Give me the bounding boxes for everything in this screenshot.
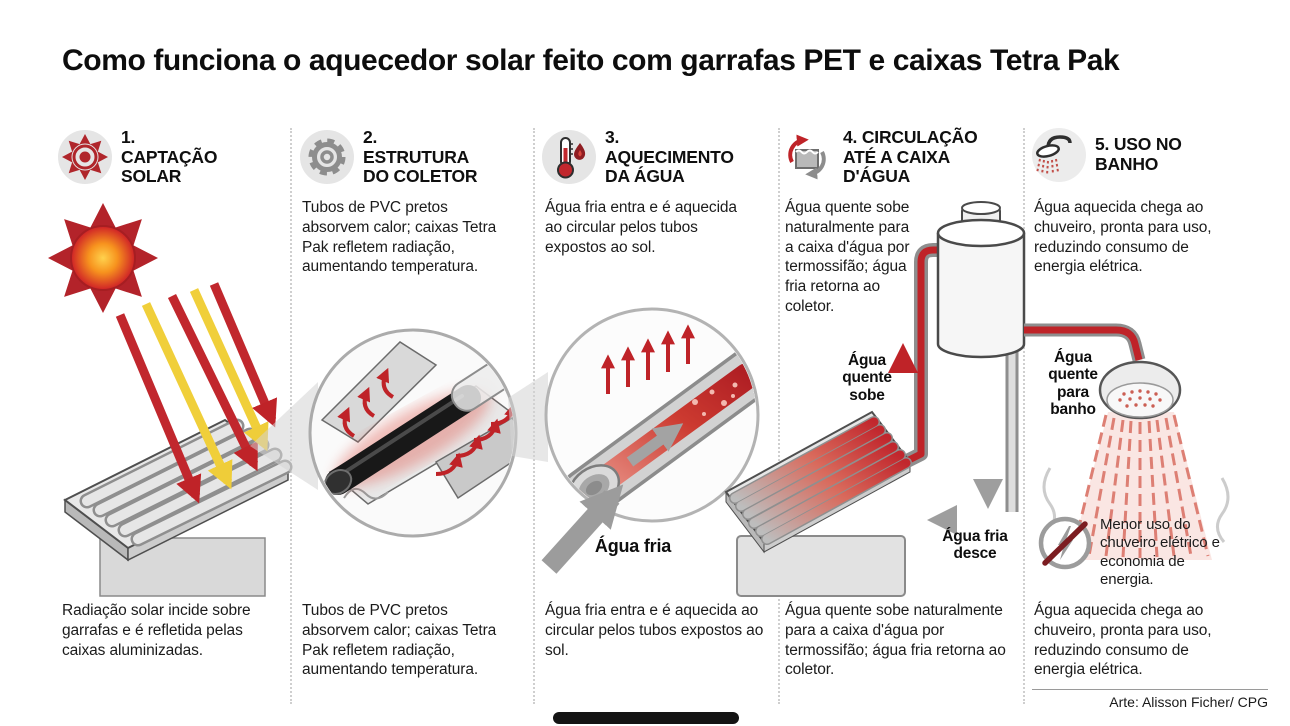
step-3-description-top: Água fria entra e é aquecida ao circular… <box>545 199 737 256</box>
hot-water-bath-label: Água quente para banho <box>1048 349 1098 419</box>
step-1-title: 1. CAPTAÇÃO SOLAR <box>121 127 218 187</box>
step-2-description-bottom: Tubos de PVC pretos absorvem calor; caix… <box>302 602 497 679</box>
thermometer-icon <box>542 130 596 185</box>
cold-water-label: Água fria <box>594 536 672 556</box>
water-heating-inset <box>508 307 760 574</box>
cold-water-down-label: Água fria desce <box>942 528 1008 563</box>
step-2-header: 2. ESTRUTURA DO COLETOR <box>300 127 481 187</box>
shower-icon <box>1032 128 1086 182</box>
step-5-title: 5. USO NO BANHO <box>1095 134 1182 174</box>
cold-water-in-arrow <box>541 484 624 574</box>
gear-icon <box>300 130 354 185</box>
step-4-description-bottom: Água quente sobe naturalmente para a cai… <box>785 602 1006 679</box>
water-tank <box>936 201 1026 359</box>
no-electricity-icon <box>1038 516 1092 570</box>
rising-heat-arrows <box>601 324 695 394</box>
step-2-title: 2. ESTRUTURA DO COLETOR <box>363 127 478 187</box>
water-spray <box>1070 414 1210 558</box>
credit-text: Arte: Alisson Ficher/ CPG <box>1109 694 1268 710</box>
step-5-header: 5. USO NO BANHO <box>1032 128 1187 182</box>
step-3-title: 3. AQUECIMENTO DA ÁGUA <box>605 127 734 187</box>
step-5-description-top: Água aquecida chega ao chuveiro, pronta … <box>1034 199 1212 276</box>
page-title: Como funciona o aquecedor solar feito co… <box>62 44 1120 77</box>
collector-stand <box>736 535 906 597</box>
energy-saving-note: Menor uso do chuveiro elétrico e economi… <box>1100 516 1220 588</box>
step-4-title: 4. CIRCULAÇÃO ATÉ A CAIXA D'ÁGUA <box>843 127 978 187</box>
solar-capture-illustration <box>48 203 293 597</box>
black-pvc-tube <box>325 385 481 495</box>
heated-bottles <box>730 417 911 544</box>
step-3-description-bottom: Água fria entra e é aquecida ao circular… <box>545 602 764 659</box>
column-separator <box>1023 128 1025 704</box>
credit-divider <box>1032 689 1268 690</box>
flow-arrow <box>626 423 684 467</box>
bubbles <box>692 382 738 416</box>
shower-illustration <box>1024 323 1230 560</box>
sun <box>48 203 158 313</box>
step-1-description-bottom: Radiação solar incide sobre garrafas e é… <box>62 602 251 659</box>
circulation-icon <box>788 135 826 180</box>
shower-head <box>1098 360 1182 420</box>
step-3-header: 3. AQUECIMENTO DA ÁGUA <box>542 127 743 187</box>
step-5-description-bottom: Água aquecida chega ao chuveiro, pronta … <box>1034 602 1212 679</box>
step-4-description-top: Água quente sobe naturalmente para a cai… <box>785 199 910 316</box>
steam-curl <box>1216 477 1230 543</box>
sun-icon <box>58 130 112 185</box>
step-1-header: 1. CAPTAÇÃO SOLAR <box>58 127 231 187</box>
circulation-illustration <box>724 201 1026 597</box>
collector-structure-inset <box>250 328 518 538</box>
step-4-header: 4. CIRCULAÇÃO ATÉ A CAIXA D'ÁGUA <box>780 127 1003 187</box>
column-separator <box>778 128 780 704</box>
sun-rays <box>115 282 278 504</box>
hot-water-rise-label: Água quente sobe <box>842 352 892 404</box>
step-2-description-top: Tubos de PVC pretos absorvem calor; caix… <box>302 199 497 276</box>
home-indicator-bar <box>553 712 739 724</box>
